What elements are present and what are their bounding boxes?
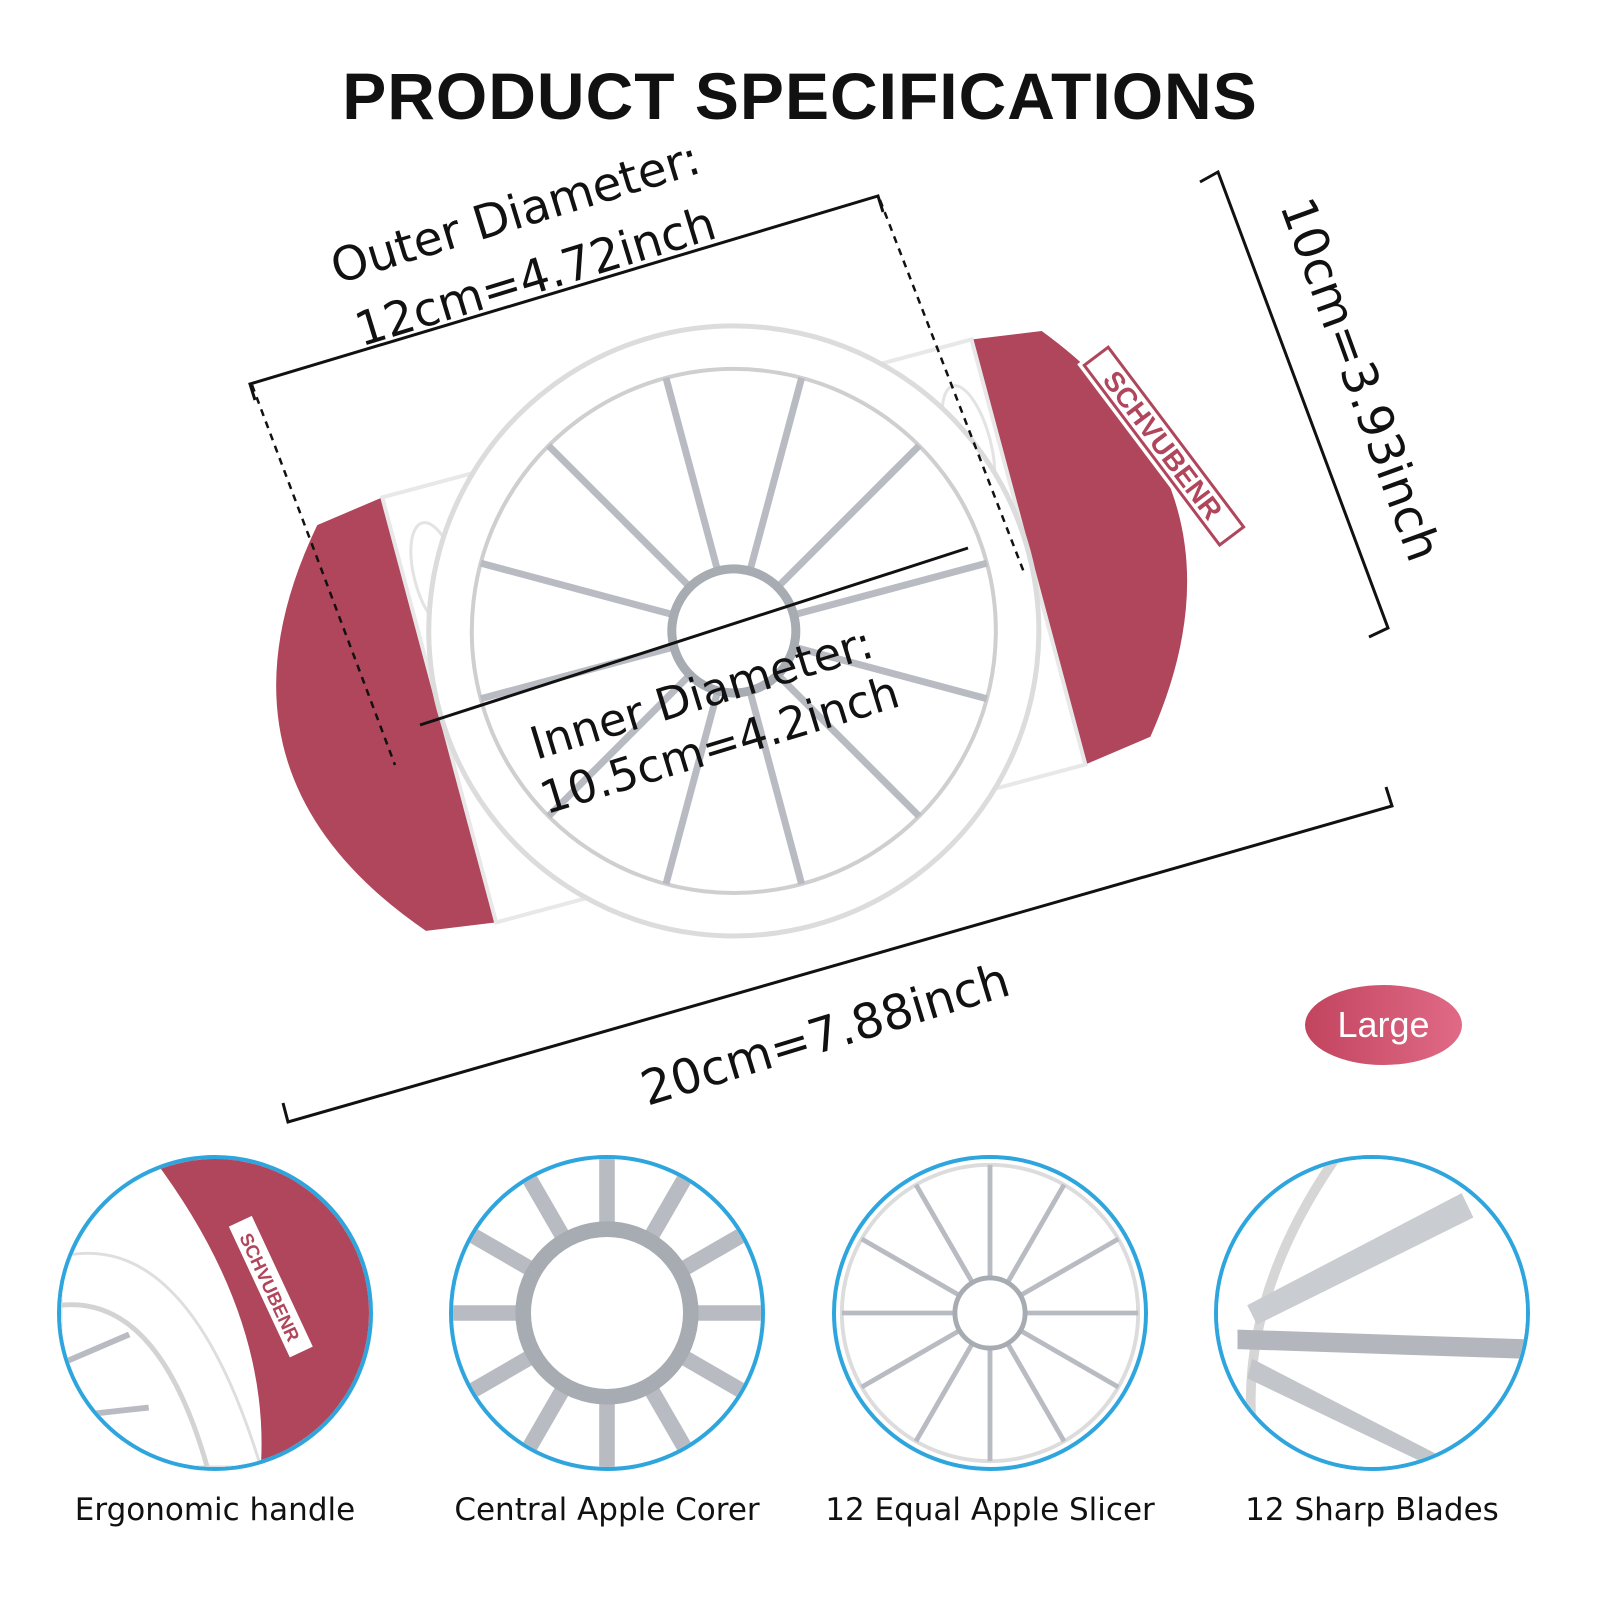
page-title: PRODUCT SPECIFICATIONS (342, 59, 1258, 133)
feature-label: 12 Sharp Blades (1245, 1492, 1499, 1528)
slicer-body: SCHVUBENR (276, 323, 1251, 939)
width-line (1199, 169, 1390, 639)
corer-ring (667, 564, 801, 698)
feature-central-corer: Central Apple Corer (417, 1155, 797, 1575)
feature-label: Ergonomic handle (74, 1492, 356, 1528)
feature-label: Central Apple Corer (454, 1492, 760, 1528)
length-line (281, 786, 1394, 1124)
handle-closeup-icon: SCHVUBENR (57, 1155, 373, 1471)
outer-diameter-guide-right (878, 199, 1027, 576)
blades-closeup-icon (1214, 1155, 1530, 1471)
left-handle (276, 497, 497, 931)
outer-diameter-guide-left (250, 384, 397, 766)
right-handle (971, 331, 1188, 765)
slicer-closeup-icon (832, 1155, 1148, 1471)
feature-12-sharp-blades: 12 Sharp Blades (1182, 1155, 1562, 1575)
length-value: 20cm=7.88inch (635, 952, 1017, 1117)
outer-diameter-line (248, 194, 885, 401)
inner-diameter-line (419, 546, 969, 727)
corer-closeup-icon (449, 1155, 765, 1471)
feature-row: SCHVUBENR Ergonomic handle Central Apple… (0, 1155, 1600, 1575)
feature-label: 12 Equal Apple Slicer (825, 1492, 1155, 1528)
feature-ergonomic-handle: SCHVUBENR Ergonomic handle (25, 1155, 405, 1575)
size-badge: Large (1305, 985, 1462, 1065)
apple-slicer-illustration: SCHVUBENR Outer Diameter: 12cm=4.72inch … (248, 131, 1452, 1124)
feature-12-equal-slicer: 12 Equal Apple Slicer (800, 1155, 1180, 1575)
